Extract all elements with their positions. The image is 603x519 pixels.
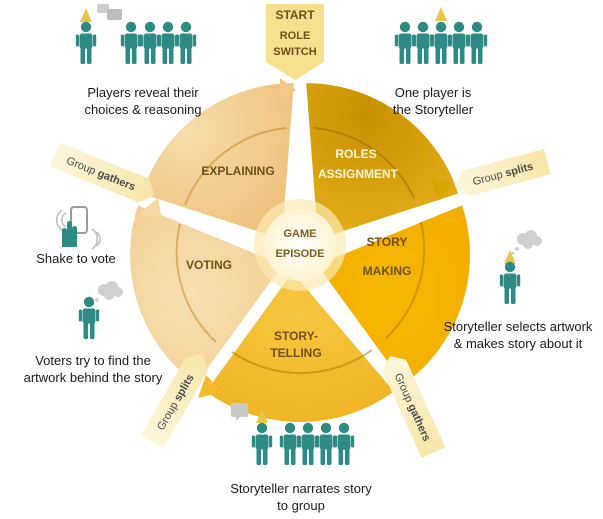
caption-line: Voters try to find the	[35, 353, 151, 368]
speech-bubble-icon	[97, 4, 109, 13]
caption-storyteller-selects: Storyteller selects artwork & makes stor…	[438, 318, 598, 352]
caption-line: the Storyteller	[392, 102, 474, 117]
caption-line: Storyteller narrates story	[230, 481, 372, 496]
person-icon	[157, 21, 179, 64]
phase-story-label-line1: STORY	[367, 235, 408, 249]
thought-bubble-icon	[91, 281, 123, 306]
tag-group-splits-top-right: Group splits	[454, 148, 551, 196]
person-icon	[251, 422, 273, 465]
speech-bubble-icon	[107, 9, 122, 20]
phase-telling-label-line2: TELLING	[270, 346, 321, 360]
center-label-line2: EPISODE	[276, 248, 325, 260]
voting-arrowhead	[138, 198, 162, 220]
party-hat-icon	[256, 409, 268, 423]
caption-players-reveal: Players reveal their choices & reasoning	[73, 84, 213, 118]
caption-line: One player is	[394, 85, 472, 100]
person-icon	[175, 21, 197, 64]
voter-illustration	[78, 281, 123, 339]
center-label-line1: GAME	[284, 228, 317, 240]
storytelling-segment	[206, 272, 394, 423]
person-icon	[75, 21, 97, 64]
caption-line: artwork behind the story	[23, 370, 163, 385]
storyteller-thinking-illustration	[499, 230, 542, 304]
phase-telling-label-line1: STORY-	[274, 329, 318, 343]
caption-shake-to-vote: Shake to vote	[26, 250, 126, 267]
story-making-segment	[317, 205, 470, 385]
person-icon	[120, 21, 142, 64]
person-icon	[448, 21, 470, 64]
thought-bubble-icon	[511, 230, 542, 255]
start-label: START	[275, 8, 315, 22]
caption-voters: Voters try to find the artwork behind th…	[18, 352, 168, 386]
start-tag	[266, 4, 324, 80]
storyteller-group-illustration	[394, 7, 488, 64]
person-icon	[394, 21, 416, 64]
tag-group-splits-bottom-left: Group splits	[140, 353, 209, 449]
roles-assignment-segment	[306, 83, 459, 240]
speech-bubble-icon	[231, 403, 248, 417]
person-icon	[499, 261, 521, 304]
person-icon	[466, 21, 488, 64]
phone-shake-icon	[55, 206, 101, 250]
phase-roles-label-line1: ROLES	[335, 147, 376, 161]
center-circle	[264, 209, 336, 281]
caption-storyteller: One player is the Storyteller	[373, 84, 493, 118]
caption-line: choices & reasoning	[84, 102, 202, 117]
narration-illustration	[231, 403, 355, 465]
phase-roles-label-line2: ASSIGNMENT	[318, 167, 399, 181]
caption-line: Players reveal their	[87, 85, 199, 100]
person-icon	[139, 21, 161, 64]
roles-arc-arrow	[313, 127, 415, 199]
role-switch-line1: ROLE	[280, 30, 311, 42]
explaining-segment	[141, 83, 294, 240]
person-icon	[279, 422, 301, 465]
phase-voting-label: VOTING	[186, 258, 232, 272]
party-hat-icon	[80, 8, 92, 22]
caption-line: to group	[277, 498, 325, 513]
players-reveal-illustration	[75, 4, 197, 64]
role-switch-line2: SWITCH	[273, 46, 316, 58]
caption-line: & makes story about it	[453, 336, 583, 351]
caption-line: Shake to vote	[36, 251, 116, 266]
tag-group-gathers-top-left: Group gathers	[49, 142, 155, 203]
person-icon	[333, 422, 355, 465]
voting-arc-arrow	[175, 223, 217, 343]
party-hat-icon	[435, 7, 447, 21]
phase-story-label-line2: MAKING	[363, 264, 412, 278]
person-icon	[412, 21, 434, 64]
voting-segment	[130, 205, 283, 385]
explaining-arc-arrow	[184, 127, 287, 206]
person-icon	[78, 296, 100, 339]
caption-line: Storyteller selects artwork	[443, 319, 593, 334]
telling-arc-arrow	[231, 349, 373, 375]
tag-group-gathers-bottom-right: Group gathers	[382, 355, 446, 458]
explaining-arrowhead	[280, 78, 296, 104]
person-icon	[430, 21, 452, 64]
phase-explaining-label: EXPLAINING	[201, 164, 274, 178]
party-hat-icon	[504, 250, 516, 264]
caption-narrates: Storyteller narrates story to group	[221, 480, 381, 514]
roles-arrowhead	[430, 180, 452, 200]
person-icon	[315, 422, 337, 465]
telling-arrowhead	[198, 375, 222, 398]
story-arc-arrow	[385, 221, 426, 339]
person-icon	[297, 422, 319, 465]
